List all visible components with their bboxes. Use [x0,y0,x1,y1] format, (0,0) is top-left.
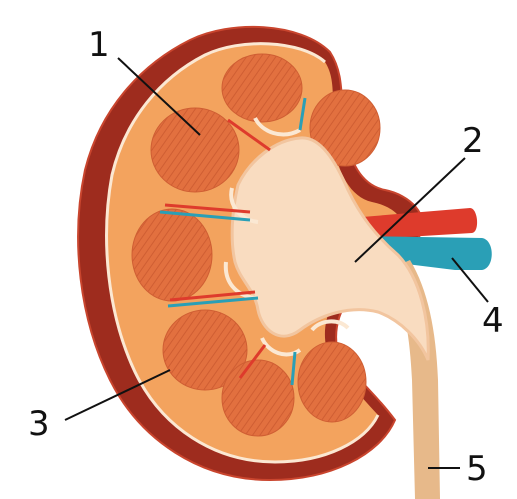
renal-pyramid [298,342,366,422]
callout-label-5: 5 [466,449,488,489]
callout-label-3: 3 [28,404,50,444]
renal-pyramid [151,108,239,192]
callout-label-4: 4 [482,301,504,341]
callout-label-1: 1 [88,25,110,65]
renal-pyramid [132,209,212,301]
renal-pyramid [222,54,302,122]
renal-pyramid [222,360,294,436]
callout-label-2: 2 [462,121,484,161]
